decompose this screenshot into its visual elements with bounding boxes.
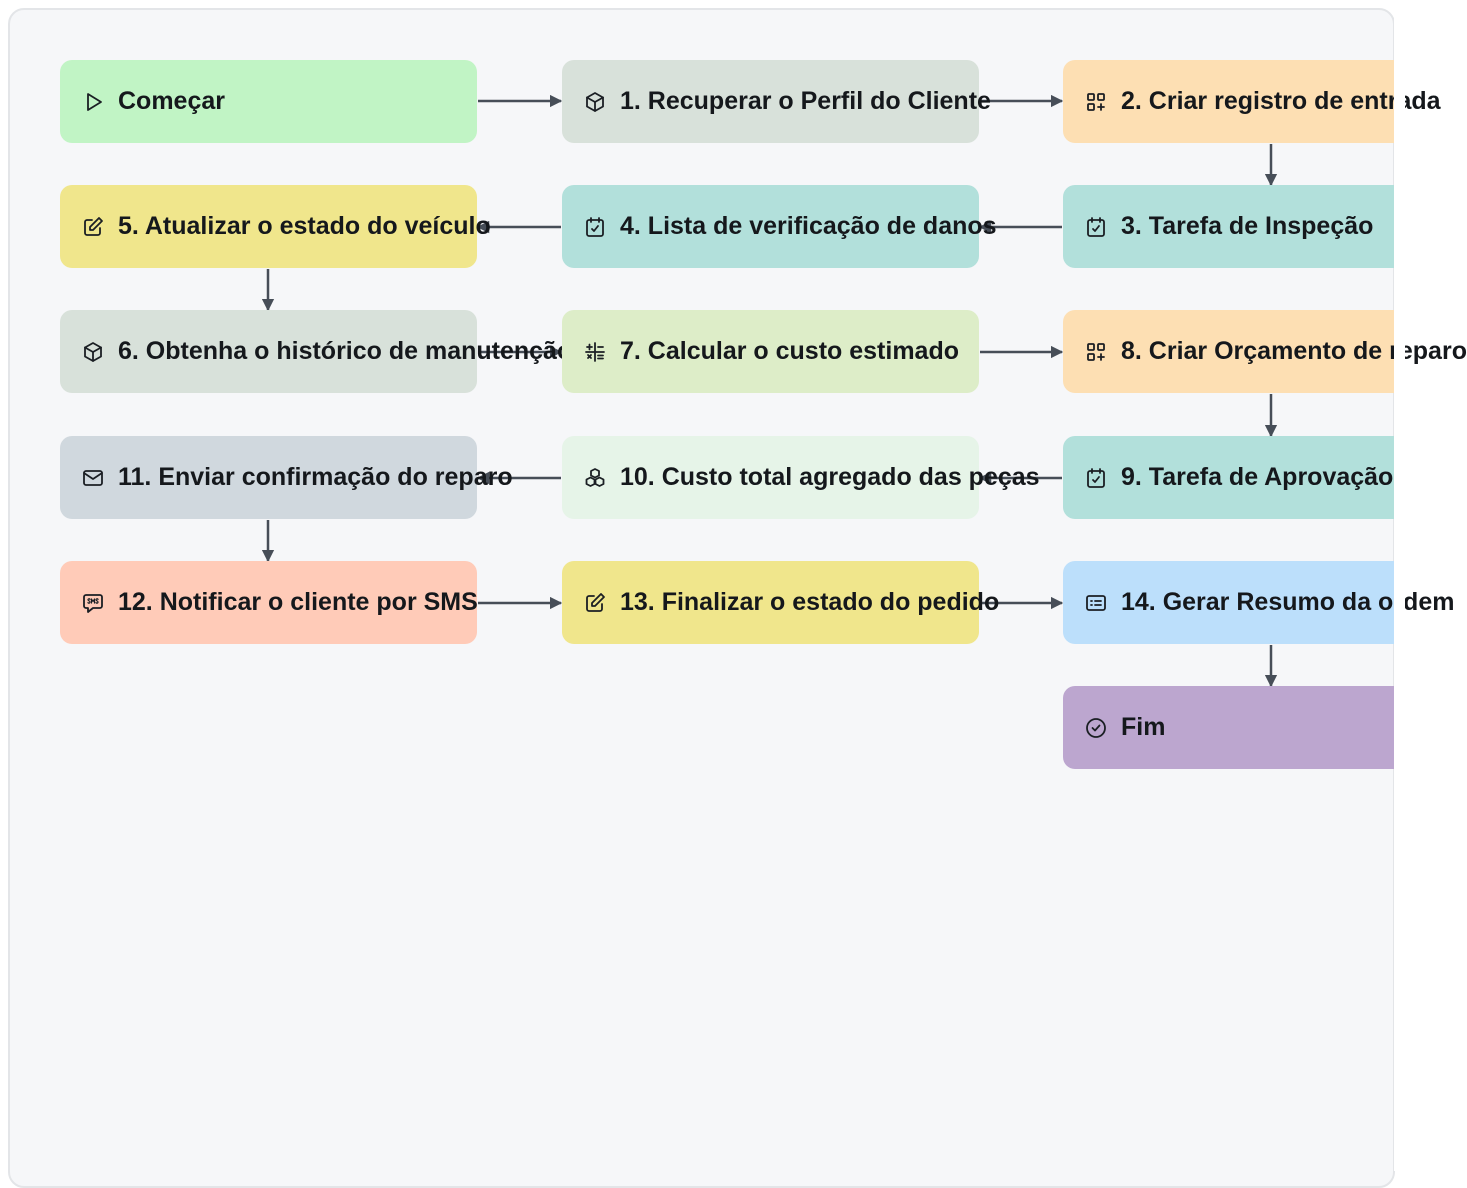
node-4[interactable]: 4. Lista de verificação de danos (562, 185, 997, 268)
node-5[interactable]: 5. Atualizar o estado do veículo (60, 185, 491, 268)
node-8[interactable]: 8. Criar Orçamento de reparo (1063, 310, 1467, 393)
node-6[interactable]: 6. Obtenha o histórico de manutenção (60, 310, 572, 393)
edit-icon (80, 214, 106, 240)
node-label: 4. Lista de verificação de danos (620, 212, 997, 240)
node-9[interactable]: 9. Tarefa de Aprovação (1063, 436, 1405, 519)
mail-icon (80, 465, 106, 491)
node-1[interactable]: 1. Recuperar o Perfil do Cliente (562, 60, 991, 143)
node-label: 9. Tarefa de Aprovação (1121, 463, 1394, 491)
node-start[interactable]: Começar (60, 60, 477, 143)
node-3[interactable]: 3. Tarefa de Inspeção (1063, 185, 1405, 268)
node-label: 7. Calcular o custo estimado (620, 337, 959, 365)
node-7[interactable]: 7. Calcular o custo estimado (562, 310, 979, 393)
node-label: 10. Custo total agregado das peças (620, 463, 1040, 491)
node-label: 5. Atualizar o estado do veículo (118, 212, 491, 240)
boxes-icon (582, 465, 608, 491)
node-end[interactable]: Fim (1063, 686, 1405, 769)
node-label: Fim (1121, 713, 1166, 741)
node-label: 6. Obtenha o histórico de manutenção (118, 337, 573, 365)
node-label: 12. Notificar o cliente por SMS (118, 588, 478, 616)
edit-icon (582, 590, 608, 616)
node-label: Começar (118, 87, 225, 115)
calendar-check-icon (1083, 465, 1109, 491)
node-10[interactable]: 10. Custo total agregado das peças (562, 436, 1040, 519)
node-14[interactable]: 14. Gerar Resumo da ordem (1063, 561, 1454, 644)
sms-icon (80, 590, 106, 616)
list-details-icon (1083, 590, 1109, 616)
calendar-check-icon (1083, 214, 1109, 240)
apps-add-icon (1083, 89, 1109, 115)
node-13[interactable]: 13. Finalizar o estado do pedido (562, 561, 999, 644)
node-label: 2. Criar registro de entrada (1121, 87, 1441, 115)
viewport-edge (1394, 0, 1405, 1171)
node-11[interactable]: 11. Enviar confirmação do reparo (60, 436, 513, 519)
node-label: 8. Criar Orçamento de reparo (1121, 337, 1467, 365)
calculator-icon (582, 339, 608, 365)
node-2[interactable]: 2. Criar registro de entrada (1063, 60, 1441, 143)
calendar-check-icon (582, 214, 608, 240)
node-label: 13. Finalizar o estado do pedido (620, 588, 1000, 616)
circle-check-icon (1083, 715, 1109, 741)
node-12[interactable]: 12. Notificar o cliente por SMS (60, 561, 478, 644)
node-label: 11. Enviar confirmação do reparo (118, 463, 513, 491)
cube-icon (582, 89, 608, 115)
apps-add-icon (1083, 339, 1109, 365)
play-icon (80, 89, 106, 115)
cube-icon (80, 339, 106, 365)
node-label: 1. Recuperar o Perfil do Cliente (620, 87, 991, 115)
node-label: 3. Tarefa de Inspeção (1121, 212, 1374, 240)
